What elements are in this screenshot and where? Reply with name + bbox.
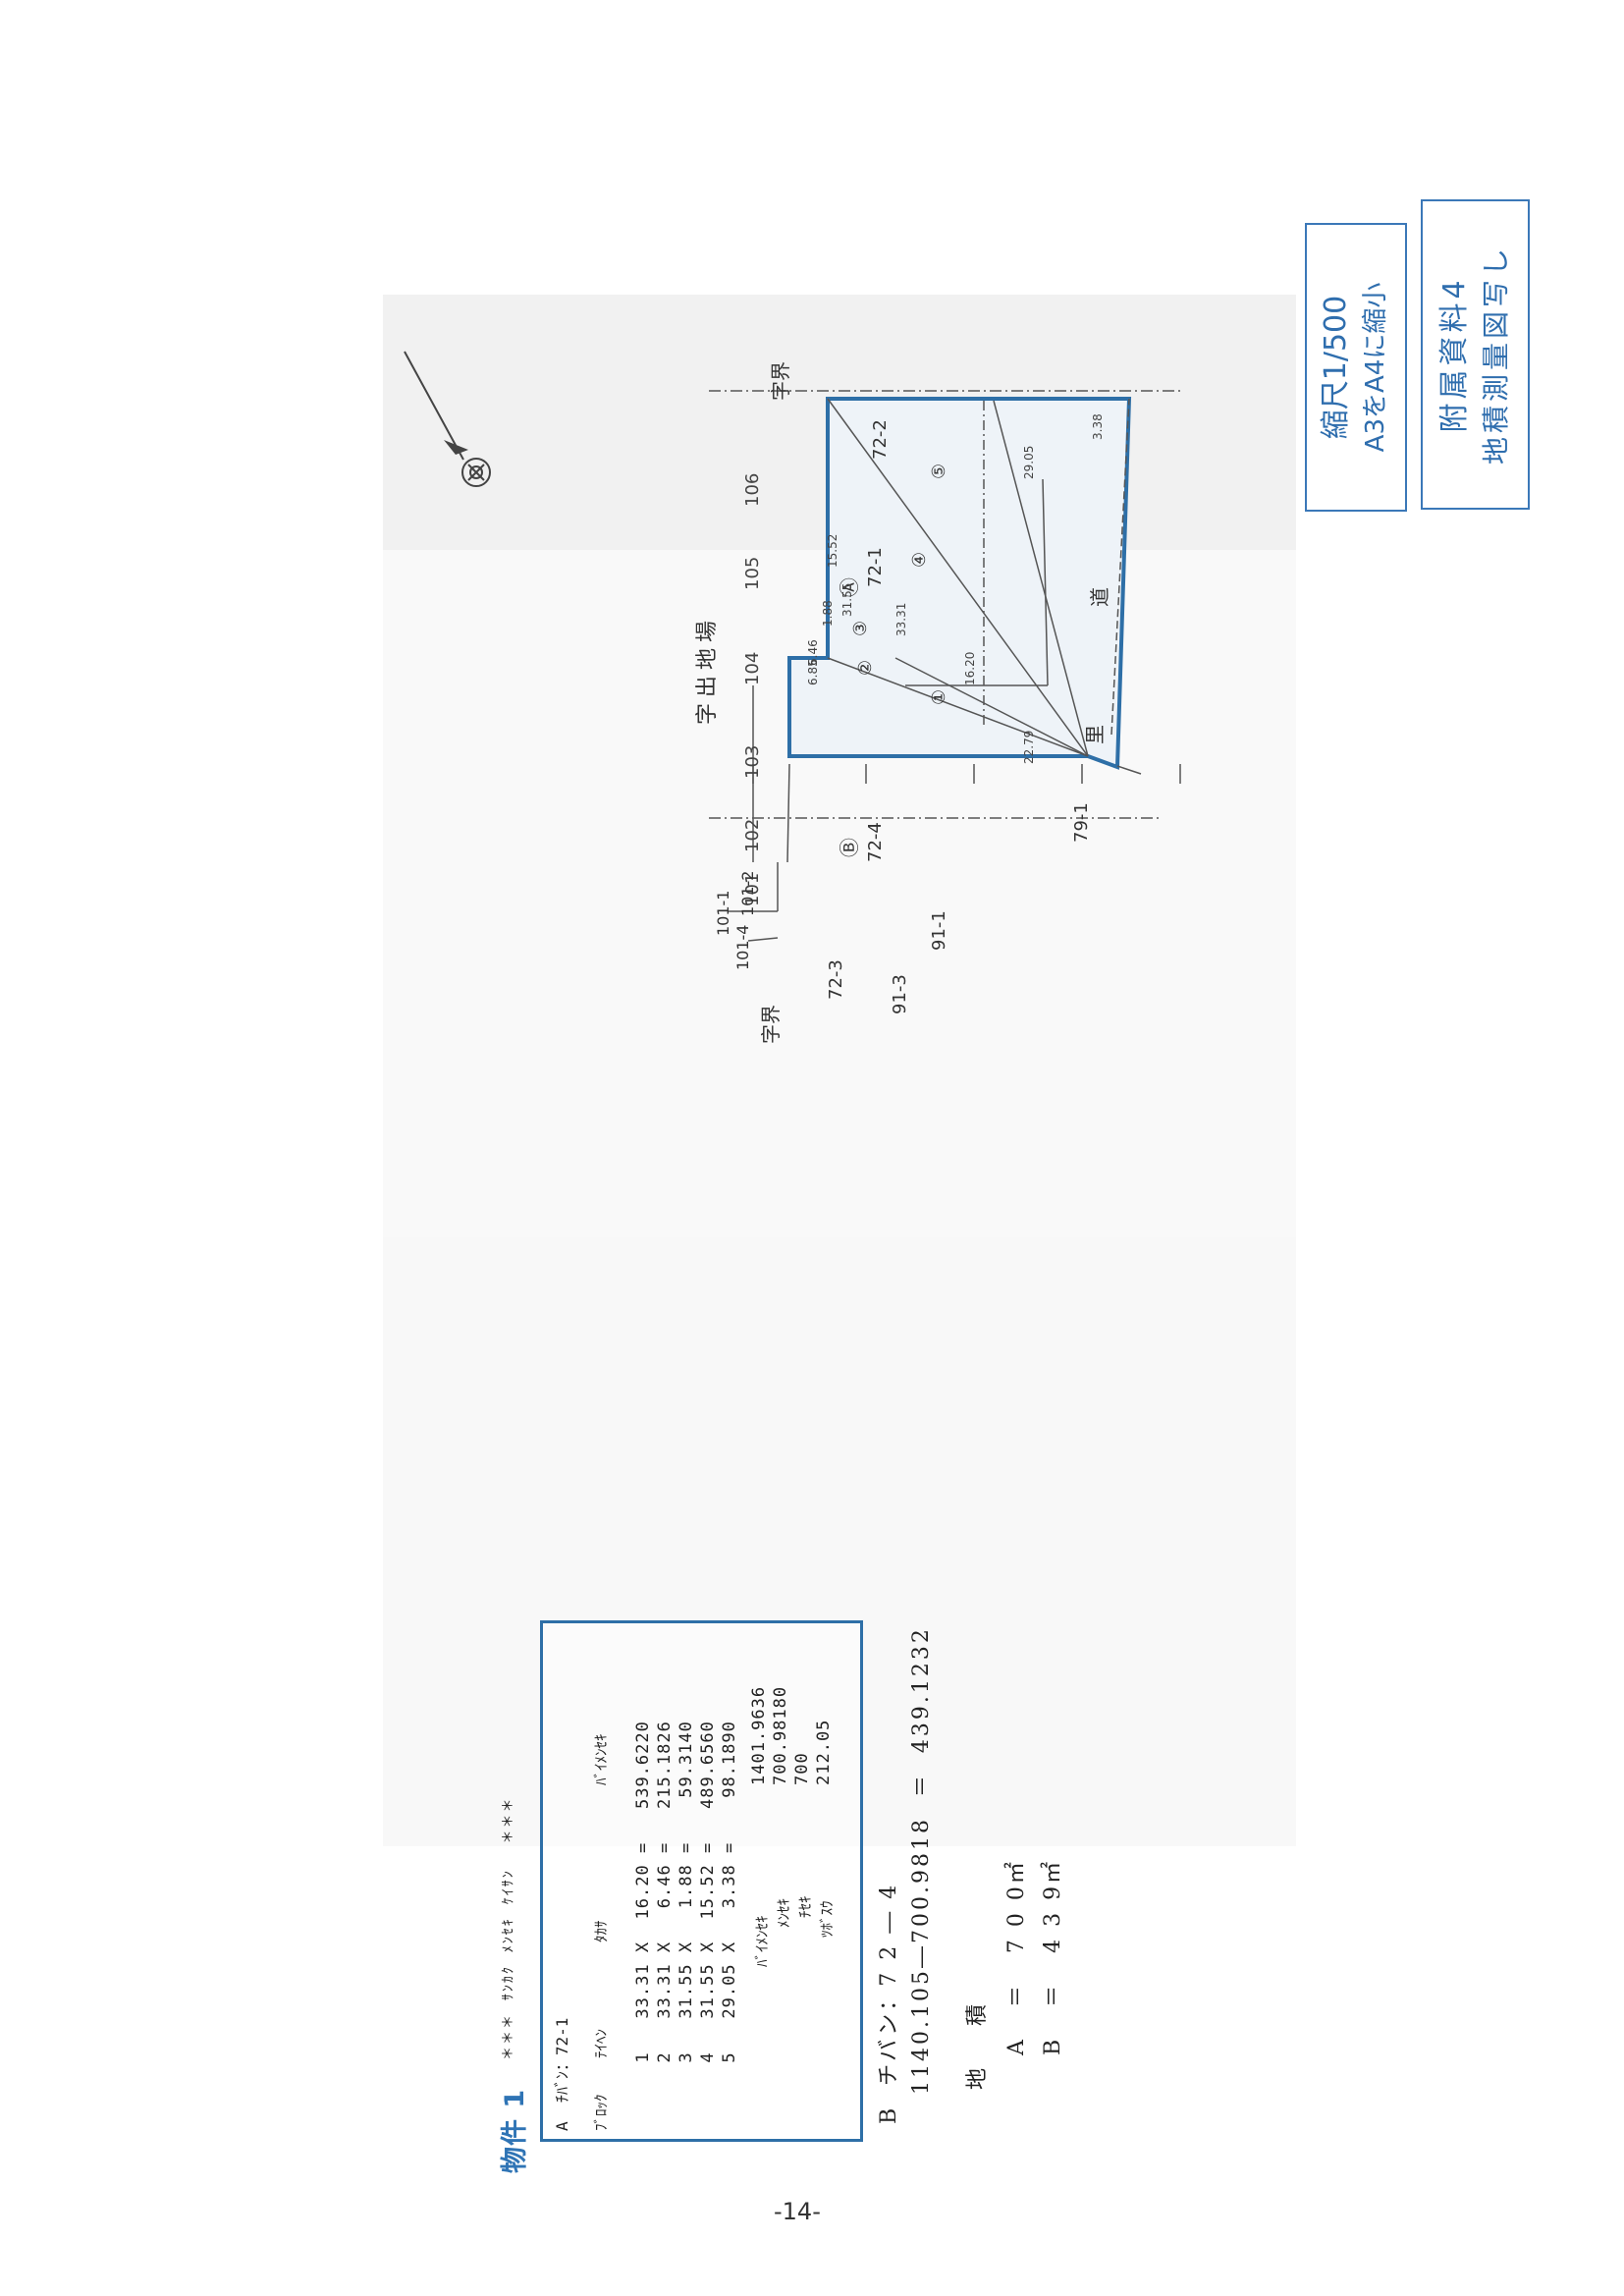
- lot-723-label: 72-3: [826, 959, 846, 1000]
- triangle-3-mark: ③: [850, 621, 871, 636]
- svg-text:102: 102: [742, 819, 763, 852]
- north-arrow-icon: [404, 351, 491, 487]
- triangle-5-mark: ⑤: [929, 464, 949, 479]
- road-label-2: 道: [1088, 587, 1111, 607]
- road-label-1: 里: [1083, 725, 1107, 744]
- svg-text:15.52: 15.52: [826, 534, 839, 568]
- lot-911-label: 91-1: [929, 910, 949, 951]
- svg-text:104: 104: [742, 652, 763, 685]
- boundary-right-label: 字界: [769, 361, 792, 401]
- attachment-stamp-line2: 地積測量図写し: [1479, 245, 1512, 465]
- lot-1011-label: 101-1: [714, 891, 732, 937]
- lot-913-label: 91-3: [890, 974, 910, 1014]
- svg-text:106: 106: [742, 473, 763, 507]
- scale-stamp-line2: A3をA4に縮小: [1361, 282, 1390, 453]
- scan-texture-bottom: [383, 1237, 1296, 1846]
- lot-791-label: 79-1: [1071, 802, 1092, 843]
- page-number: -14-: [774, 2198, 821, 2225]
- district-name: 字出地場: [695, 615, 720, 725]
- svg-text:22.79: 22.79: [1022, 731, 1036, 764]
- svg-text:101: 101: [742, 873, 763, 906]
- lot-724-label: 72-4: [865, 822, 886, 862]
- scale-stamp: 縮尺1/500 A3をA4に縮小: [1305, 223, 1407, 512]
- lot-b-mark: Ⓑ: [838, 838, 861, 857]
- svg-text:33.31: 33.31: [894, 603, 908, 636]
- lot-1012-label: 101-2: [738, 871, 757, 917]
- svg-text:6.46: 6.46: [806, 639, 820, 666]
- lot-a-mark: Ⓐ: [838, 577, 861, 597]
- lot-722-label: 72-2: [870, 419, 891, 460]
- attachment-stamp: 附属資料4 地積測量図写し: [1421, 199, 1530, 510]
- triangle-1-mark: ①: [929, 689, 949, 705]
- grid-index-ticks: [752, 764, 1181, 784]
- lot-721-label: 72-1: [865, 547, 886, 587]
- svg-text:3.38: 3.38: [1091, 413, 1105, 440]
- svg-text:6.85: 6.85: [806, 659, 820, 685]
- survey-drawing-sheet: 物件 1 ＊＊＊ ｻﾝｶｸ ﾒﾝｾｷ ｹｲｻﾝ ＊＊＊ A ﾁﾊﾞﾝ：72-1 …: [2, 6, 1622, 2296]
- grid-labels: 101 102 103 104 105 106: [742, 473, 763, 906]
- triangle-4-mark: ④: [909, 552, 930, 568]
- lot-1014-label: 101-4: [733, 925, 752, 971]
- triangle-2-mark: ②: [855, 660, 876, 676]
- lot-survey-map: 101 102 103 104 105 106 字出地場 字界 字界 里 道 7…: [404, 351, 1181, 1044]
- svg-text:1.88: 1.88: [821, 600, 835, 627]
- scale-stamp-line1: 縮尺1/500: [1319, 295, 1353, 440]
- adjacent-lot-lines: [729, 478, 1142, 942]
- attachment-stamp-line1: 附属資料4: [1436, 276, 1472, 433]
- svg-text:29.05: 29.05: [1022, 446, 1036, 479]
- svg-text:31.55: 31.55: [840, 583, 854, 617]
- svg-text:105: 105: [742, 557, 763, 590]
- svg-text:16.20: 16.20: [963, 652, 977, 685]
- svg-text:103: 103: [742, 745, 763, 779]
- triangulation-lines: [827, 398, 1130, 757]
- boundary-left-label: 字界: [759, 1005, 783, 1044]
- dimension-labels: 33.31 31.55 29.05 15.52 16.20 22.79 6.46…: [806, 413, 1105, 764]
